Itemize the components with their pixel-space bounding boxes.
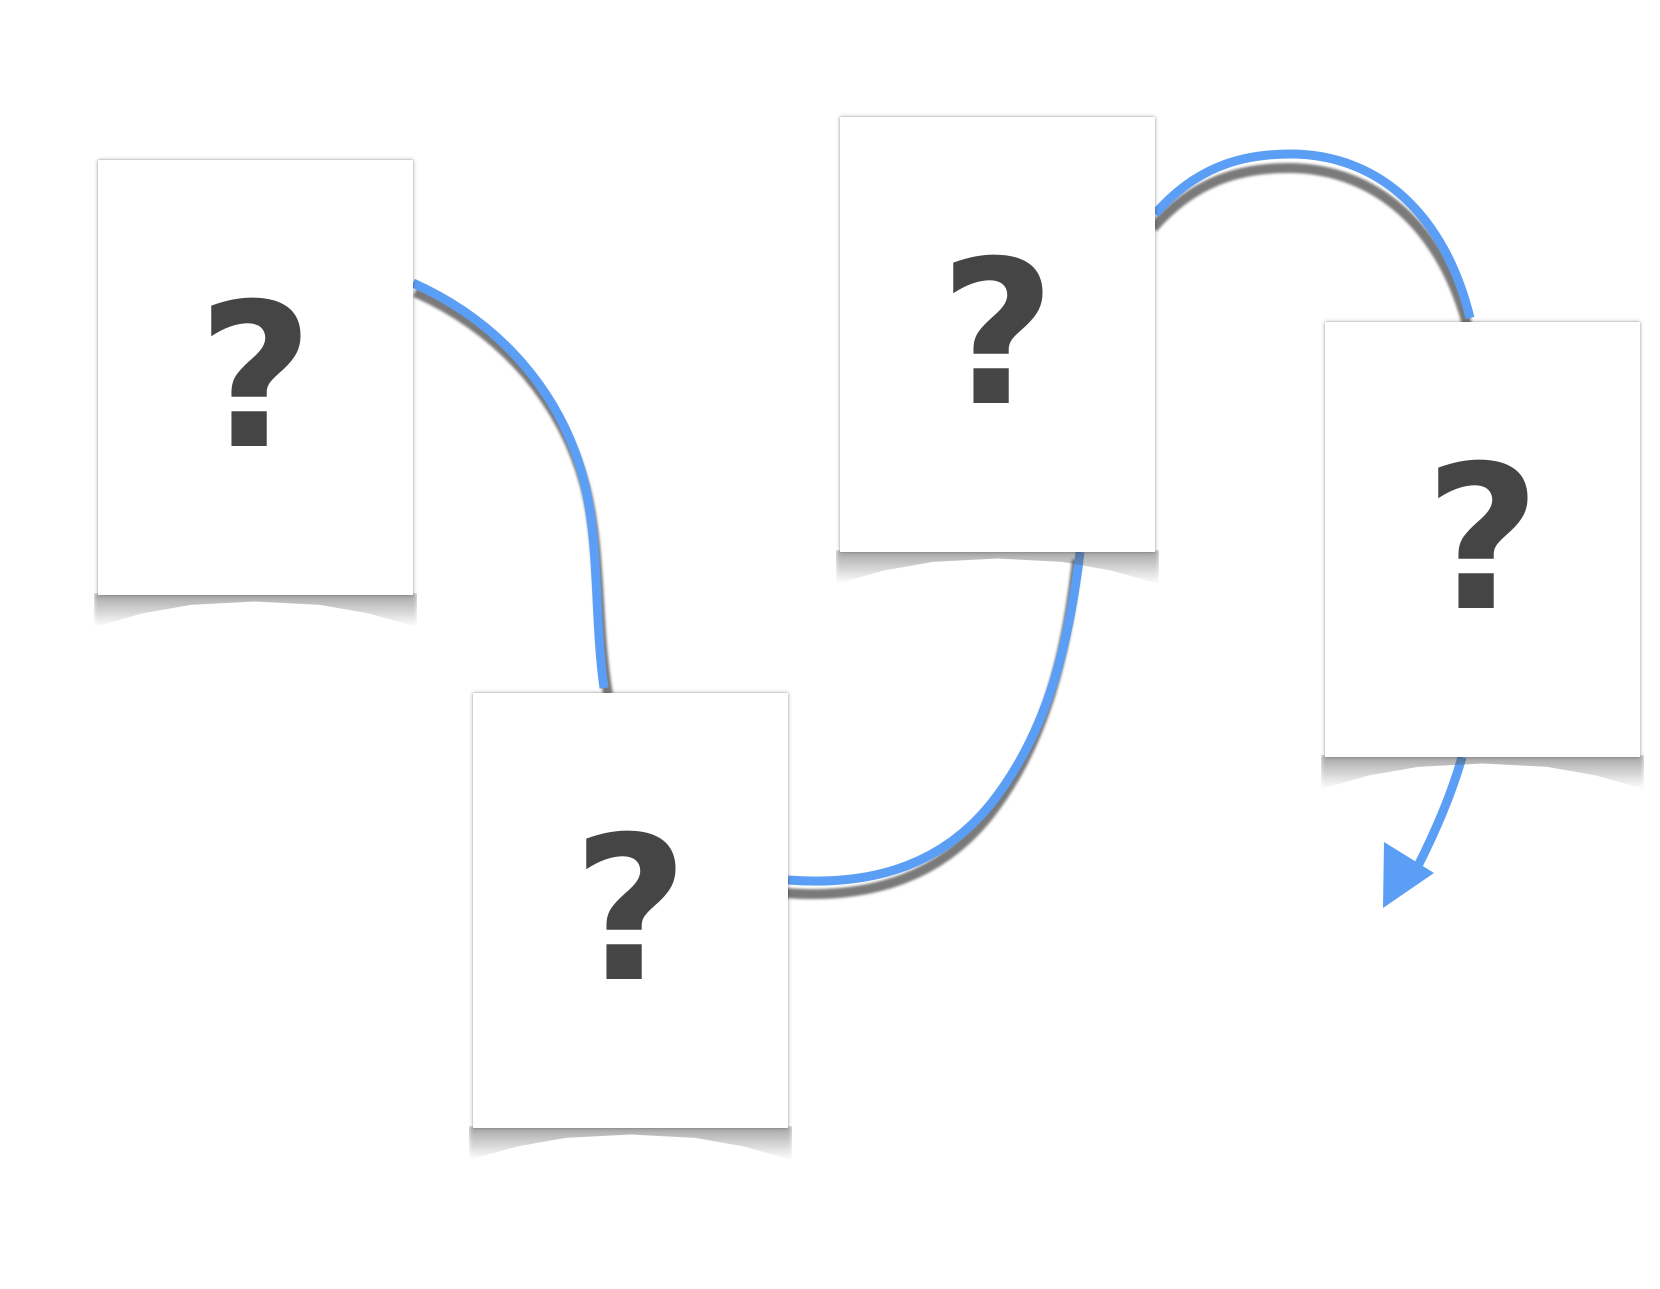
- card-4: ?: [1321, 322, 1644, 789]
- card-face: [1325, 322, 1640, 757]
- question-mark-icon: ?: [939, 217, 1056, 451]
- card-face: [98, 160, 413, 595]
- card-2: ?: [469, 693, 792, 1160]
- arrowhead-icon: [1383, 842, 1434, 908]
- question-mark-icon: ?: [1424, 422, 1541, 656]
- question-mark-icon: ?: [572, 793, 689, 1027]
- card-face: [473, 693, 788, 1128]
- card-1: ?: [94, 160, 417, 627]
- connector-card1-to-card2: [411, 278, 613, 695]
- card-3: ?: [836, 117, 1159, 584]
- connector-card2-to-card3: [784, 551, 1085, 900]
- connector-card3-to-card4: [1149, 149, 1475, 330]
- card-face: [840, 117, 1155, 552]
- connector-card4-exit: [1383, 755, 1467, 908]
- question-mark-icon: ?: [197, 260, 314, 494]
